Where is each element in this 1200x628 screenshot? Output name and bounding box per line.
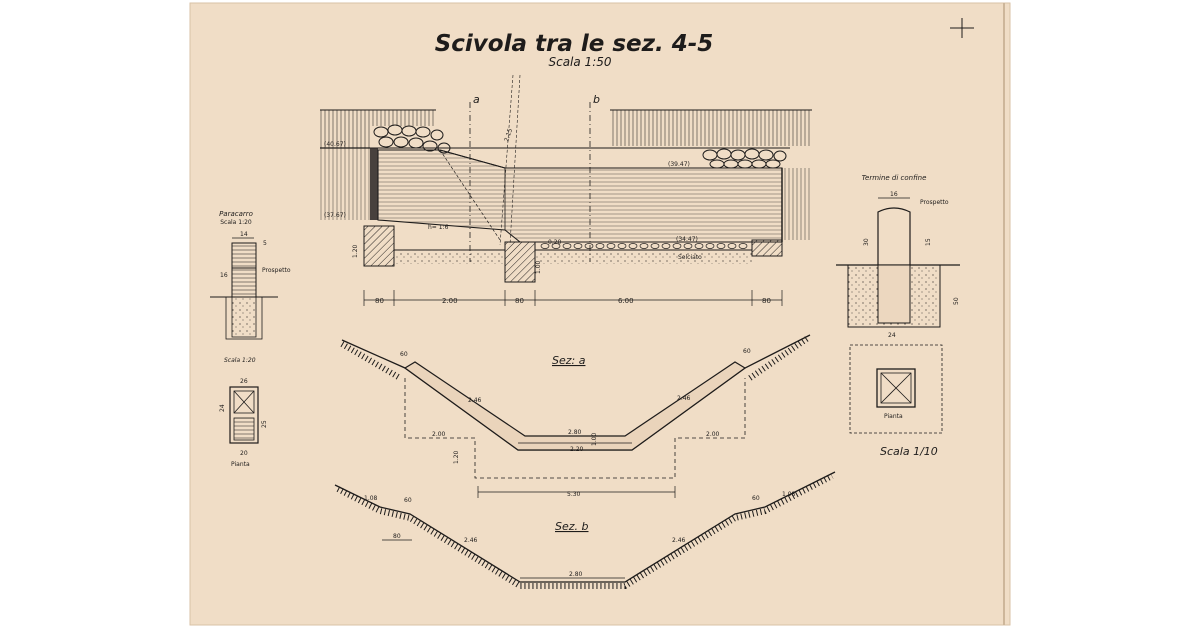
level-39-47: (39.47) bbox=[668, 161, 690, 168]
sez-b-dim-slope-right: 2.46 bbox=[672, 537, 686, 544]
small-dim-1: 1.20 bbox=[352, 244, 359, 258]
termine-dim-50: 50 bbox=[953, 297, 960, 305]
paracarro-dim-20: 20 bbox=[240, 450, 248, 457]
sez-a-dim-1-20: 1.20 bbox=[453, 450, 460, 464]
paracarro-dim-26: 26 bbox=[240, 378, 248, 385]
sez-a-dim-2-00-left: 2.00 bbox=[432, 431, 446, 438]
fill-label: h= 1:6 bbox=[428, 224, 449, 231]
sez-a-dim-2-20: 2.20 bbox=[570, 446, 584, 453]
main-elevation: a b bbox=[320, 74, 812, 306]
sez-a-dim-slope-right: 2.46 bbox=[677, 395, 691, 402]
dim-80-c: 80 bbox=[762, 297, 771, 305]
sez-a-dim-2-80: 2.80 bbox=[568, 429, 582, 436]
sez-a-dim-60-right: 60 bbox=[743, 348, 751, 355]
sez-a-dim-60-left: 60 bbox=[400, 351, 408, 358]
sez-b-dim-1-08-left: 1.08 bbox=[364, 495, 378, 502]
dim-80-b: 80 bbox=[515, 297, 524, 305]
termine-detail: Termine di confine 16 Prospetto 30 50 15… bbox=[836, 174, 960, 458]
paracarro-pianta: Pianta bbox=[231, 461, 250, 468]
sez-b-dim-slope-left: 2.46 bbox=[464, 537, 478, 544]
dim-2-00: 2.00 bbox=[442, 297, 458, 305]
sez-b-dim-2-80: 2.80 bbox=[569, 571, 583, 578]
termine-dim-30: 30 bbox=[863, 238, 870, 246]
paracarro-title: Paracarro bbox=[219, 210, 253, 218]
sez-a-dim-slope-left: 2.46 bbox=[468, 397, 482, 404]
dim-80-a: 80 bbox=[375, 297, 384, 305]
section-a: 60 60 2.46 2.46 2.00 2.00 2.80 2.20 1.00… bbox=[340, 334, 811, 479]
paracarro-scale: Scala 1:20 bbox=[220, 219, 252, 226]
sez-b-dim-1-08-right: 1.08 bbox=[782, 491, 796, 498]
sez-a-dim-2-00-right: 2.00 bbox=[706, 431, 720, 438]
sez-b-label: Sez. b bbox=[555, 520, 589, 533]
termine-dim-24: 24 bbox=[888, 332, 896, 339]
sez-b-dim-80: 80 bbox=[393, 533, 401, 540]
registration-mark bbox=[950, 18, 974, 38]
drawing-title: Scivola tra le sez. 4-5 bbox=[435, 31, 714, 57]
section-marker-a: a bbox=[473, 93, 480, 106]
paracarro-dim-side-25: 25 bbox=[261, 420, 268, 428]
dim-6-00: 6.00 bbox=[618, 297, 634, 305]
level-34-47: (34.47) bbox=[676, 236, 698, 243]
small-dim-0: 0.20 bbox=[548, 239, 562, 246]
sez-a-dim-1-00: 1.00 bbox=[591, 432, 598, 446]
paracarro-dim-side-24: 24 bbox=[219, 404, 226, 412]
paracarro-prospetto: Prospetto bbox=[262, 267, 291, 274]
paracarro-dim-side-16: 16 bbox=[220, 272, 228, 279]
sez-b-dim-60-left: 60 bbox=[404, 497, 412, 504]
termine-scale: Scala 1/10 bbox=[880, 445, 938, 458]
sez-a-label: Sez: a bbox=[552, 354, 586, 367]
main-scale-label: Scala 1:50 bbox=[548, 55, 611, 69]
section-marker-b: b bbox=[593, 93, 600, 106]
section-b: 5.30 1.08 60 80 2.46 2.46 60 1.08 2.80 S… bbox=[334, 471, 836, 589]
level-37-67: (37.67) bbox=[324, 212, 346, 219]
paracarro-dim-14: 14 bbox=[240, 231, 248, 238]
termine-dim-16: 16 bbox=[890, 191, 898, 198]
slope-label: 2.15 bbox=[503, 128, 514, 143]
termine-prospetto: Prospetto bbox=[920, 199, 949, 206]
sez-b-width-dim: 5.30 bbox=[567, 491, 581, 498]
paracarro-dim-5: 5 bbox=[263, 240, 267, 247]
paracarro-scale-bottom: Scala 1:20 bbox=[224, 357, 256, 364]
termine-dim-15: 15 bbox=[925, 238, 932, 246]
small-dim-2: 1.00 bbox=[535, 260, 542, 274]
level-40-67: (40.67) bbox=[324, 141, 346, 148]
sez-b-dim-60-right: 60 bbox=[752, 495, 760, 502]
material-label: Selciato bbox=[678, 254, 702, 261]
termine-pianta: Pianta bbox=[884, 413, 903, 420]
termine-title: Termine di confine bbox=[862, 174, 927, 182]
paracarro-detail: Paracarro Scala 1:20 14 5 Prospetto 16 S… bbox=[210, 210, 291, 468]
